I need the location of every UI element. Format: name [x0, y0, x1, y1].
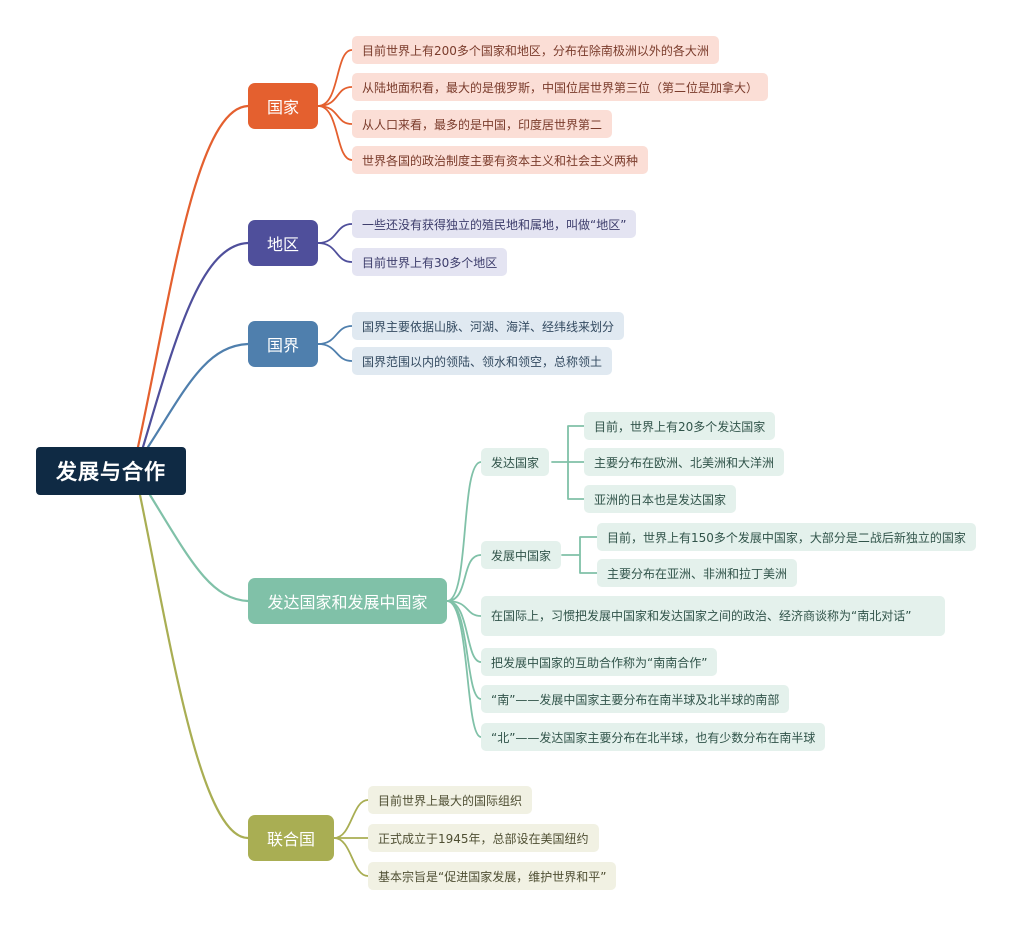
leaf-fada-4[interactable]: “北”——发达国家主要分布在北半球，也有少数分布在南半球 — [481, 723, 826, 751]
leaf-lianheguo-1[interactable]: 目前世界上最大的国际组织 — [368, 786, 533, 814]
leaf-lianheguo-3[interactable]: 基本宗旨是“促进国家发展，维护世界和平” — [368, 862, 617, 890]
link-root-diqu — [141, 241, 250, 449]
links-guojie — [317, 325, 353, 362]
leaf-guojia-1[interactable]: 目前世界上有200多个国家和地区，分布在除南极洲以外的各大洲 — [352, 36, 719, 64]
leaf-developed-3[interactable]: 亚洲的日本也是发达国家 — [584, 485, 737, 513]
branch-guojie[interactable]: 国界 — [248, 321, 318, 367]
leaf-fada-1[interactable]: 在国际上，习惯把发展中国家和发达国家之间的政治、经济商谈称为“南北对话” — [481, 596, 945, 636]
leaf-developed-2[interactable]: 主要分布在欧洲、北美洲和大洋洲 — [584, 448, 785, 476]
leaf-guojia-4[interactable]: 世界各国的政治制度主要有资本主义和社会主义两种 — [352, 146, 649, 174]
leaf-guojie-1[interactable]: 国界主要依据山脉、河湖、海洋、经纬线来划分 — [352, 312, 625, 340]
leaf-guojia-2[interactable]: 从陆地面积看，最大的是俄罗斯，中国位居世界第三位（第二位是加拿大） — [352, 73, 769, 101]
branch-fada[interactable]: 发达国家和发展中国家 — [248, 578, 447, 624]
link-root-fada — [148, 493, 250, 603]
link-root-lianheguo — [138, 493, 250, 840]
root-node[interactable]: 发展与合作 — [36, 447, 186, 495]
leaf-developing-2[interactable]: 主要分布在亚洲、非洲和拉丁美洲 — [597, 559, 798, 587]
links-guojia — [317, 49, 353, 161]
leaf-lianheguo-2[interactable]: 正式成立于1945年，总部设在美国纽约 — [368, 824, 599, 852]
branch-lianheguo[interactable]: 联合国 — [248, 815, 334, 861]
links-diqu — [317, 223, 353, 263]
links-fada — [446, 425, 598, 738]
leaf-developed-1[interactable]: 目前，世界上有20多个发达国家 — [584, 412, 776, 440]
leaf-diqu-2[interactable]: 目前世界上有30多个地区 — [352, 248, 508, 276]
leaf-fada-2[interactable]: 把发展中国家的互助合作称为“南南合作” — [481, 648, 718, 676]
leaf-diqu-1[interactable]: 一些还没有获得独立的殖民地和属地，叫做“地区” — [352, 210, 637, 238]
leaf-fada-3[interactable]: “南”——发展中国家主要分布在南半球及北半球的南部 — [481, 685, 790, 713]
link-root-guojia — [136, 104, 250, 449]
leaf-guojia-3[interactable]: 从人口来看，最多的是中国，印度居世界第二 — [352, 110, 613, 138]
branch-guojia[interactable]: 国家 — [248, 83, 318, 129]
link-root-guojie — [146, 342, 250, 449]
links-lianheguo — [333, 799, 369, 877]
branch-diqu[interactable]: 地区 — [248, 220, 318, 266]
leaf-guojie-2[interactable]: 国界范围以内的领陆、领水和领空，总称领土 — [352, 347, 613, 375]
leaf-developing-1[interactable]: 目前，世界上有150多个发展中国家，大部分是二战后新独立的国家 — [597, 523, 976, 551]
node-developed[interactable]: 发达国家 — [481, 448, 550, 476]
node-developing[interactable]: 发展中国家 — [481, 541, 562, 569]
